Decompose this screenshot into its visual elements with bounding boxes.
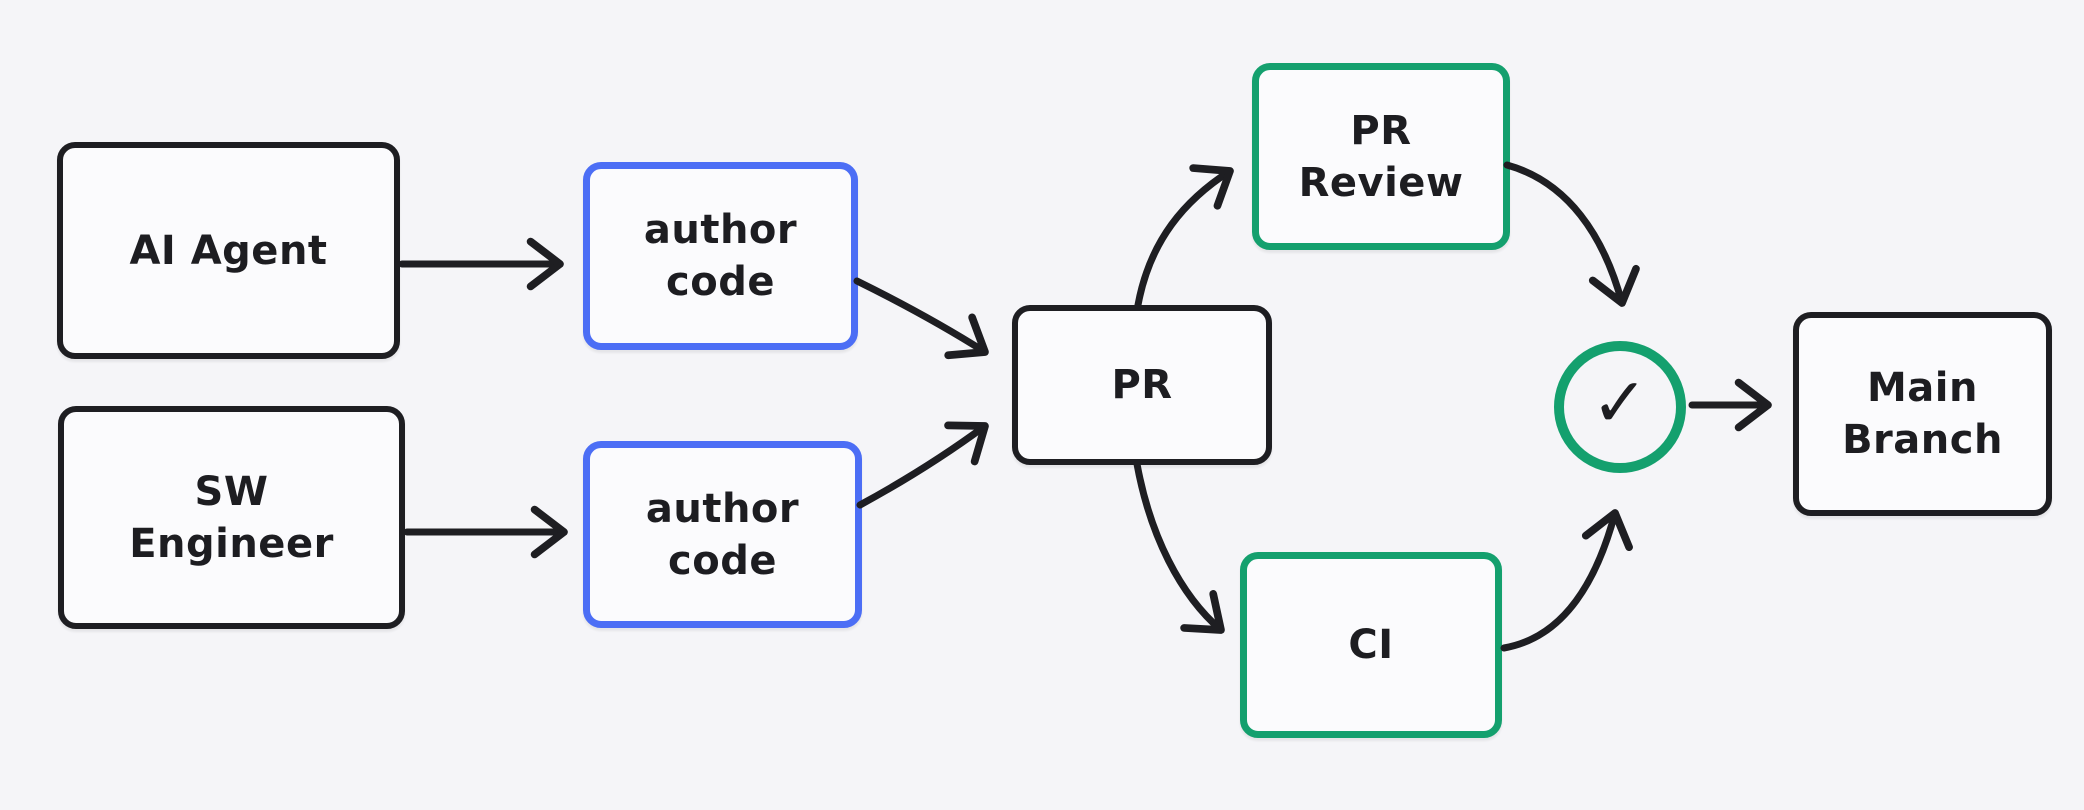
arrow-pr-review-to-approval [1503,161,1640,307]
node-author-code-top: author code [583,162,858,350]
node-main-branch-label: Main Branch [1842,365,2003,463]
node-ci-label: CI [1348,622,1394,668]
node-author-code-bottom: author code [583,441,862,628]
node-main-branch: Main Branch [1793,312,2052,516]
arrow-pr-to-ci [1133,460,1225,634]
node-ci: CI [1240,552,1502,738]
node-author-code-top-label: author code [643,207,798,305]
arrow-author-code-top-to-pr [853,277,989,360]
arrow-pr-to-pr-review [1134,164,1234,309]
arrow-author-code-bottom-to-pr [856,421,989,509]
check-icon: ✓ [1591,363,1649,443]
node-pr: PR [1012,305,1272,465]
node-approval-circle: ✓ [1554,341,1686,473]
node-ai-agent: AI Agent [57,142,400,359]
node-author-code-bottom-label: author code [645,485,800,584]
node-pr-review-label: PR Review [1298,107,1464,206]
arrow-ci-to-approval [1500,509,1633,652]
node-pr-label: PR [1111,362,1173,408]
node-sw-engineer-label: SW Engineer [129,468,334,567]
node-sw-engineer: SW Engineer [58,406,405,629]
node-ai-agent-label: AI Agent [129,227,328,274]
node-pr-review: PR Review [1252,63,1510,250]
